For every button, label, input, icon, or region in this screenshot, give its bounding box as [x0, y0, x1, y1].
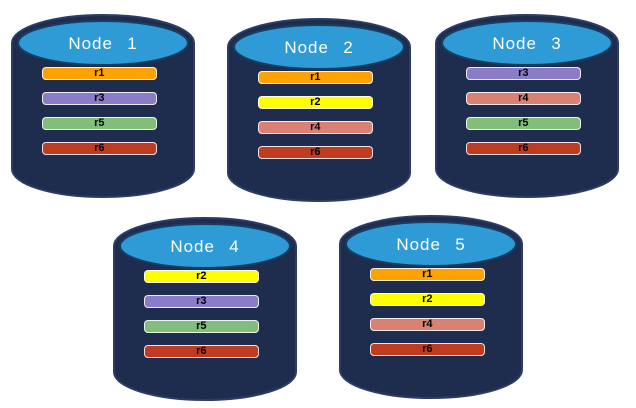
replica-bars: r3 r4 r5 r6	[465, 67, 581, 155]
replica-bars: r1 r3 r5 r6	[41, 67, 157, 155]
cylinder-top	[345, 221, 517, 267]
replica-label: r4	[518, 92, 529, 104]
replica-bar-r2: r2	[143, 270, 259, 283]
cylinder-top	[441, 20, 613, 66]
node-cylinder: Node 4 r2 r3 r5 r6	[112, 213, 298, 405]
replica-bar-r4: r4	[257, 121, 373, 134]
replica-bar-r6: r6	[465, 142, 581, 155]
replica-bar-r5: r5	[465, 117, 581, 130]
replica-bar-r5: r5	[143, 320, 259, 333]
replica-bar-r6: r6	[143, 345, 259, 358]
replica-bar-r1: r1	[41, 67, 157, 80]
replica-label: r1	[310, 71, 321, 83]
replica-label: r2	[196, 270, 207, 282]
replica-label: r6	[310, 146, 321, 158]
replica-label: r3	[196, 295, 207, 307]
node-cylinder: Node 5 r1 r2 r4 r6	[338, 211, 524, 403]
node-title: Node 1	[68, 34, 138, 53]
replica-label: r6	[422, 343, 433, 355]
replica-label: r2	[422, 293, 433, 305]
replica-label: r5	[94, 117, 105, 129]
replica-bar-r6: r6	[257, 146, 373, 159]
replica-label: r3	[518, 67, 529, 79]
replica-label: r5	[196, 320, 207, 332]
cylinder-top	[119, 223, 291, 269]
replica-bar-r6: r6	[369, 343, 485, 356]
replica-bar-r3: r3	[41, 92, 157, 105]
replica-bar-r1: r1	[257, 71, 373, 84]
cylinder-top	[233, 24, 405, 70]
node-cylinder: Node 2 r1 r2 r4 r6	[226, 14, 412, 206]
node-title: Node 5	[396, 235, 466, 254]
replica-label: r6	[94, 142, 105, 154]
node-cylinder: Node 1 r1 r3 r5 r6	[10, 10, 196, 202]
replica-bars: r2 r3 r5 r6	[143, 270, 259, 358]
replica-bar-r4: r4	[369, 318, 485, 331]
node-title: Node 4	[170, 237, 240, 256]
replica-bar-r3: r3	[143, 295, 259, 308]
replica-label: r2	[310, 96, 321, 108]
replica-label: r3	[94, 92, 105, 104]
replica-bar-r1: r1	[369, 268, 485, 281]
replica-bars: r1 r2 r4 r6	[369, 268, 485, 356]
replica-label: r5	[518, 117, 529, 129]
node-cylinder: Node 3 r3 r4 r5 r6	[434, 10, 620, 202]
replica-label: r6	[518, 142, 529, 154]
cylinder-top	[17, 20, 189, 66]
replica-bar-r6: r6	[41, 142, 157, 155]
node-title: Node 3	[492, 34, 562, 53]
replica-bar-r5: r5	[41, 117, 157, 130]
replica-label: r6	[196, 345, 207, 357]
replica-bar-r2: r2	[257, 96, 373, 109]
replica-bars: r1 r2 r4 r6	[257, 71, 373, 159]
replica-bar-r3: r3	[465, 67, 581, 80]
replica-label: r4	[422, 318, 433, 330]
node-title: Node 2	[284, 38, 354, 57]
replica-bar-r4: r4	[465, 92, 581, 105]
replica-label: r1	[422, 268, 433, 280]
replica-label: r4	[310, 121, 321, 133]
replica-label: r1	[94, 67, 105, 79]
replica-bar-r2: r2	[369, 293, 485, 306]
